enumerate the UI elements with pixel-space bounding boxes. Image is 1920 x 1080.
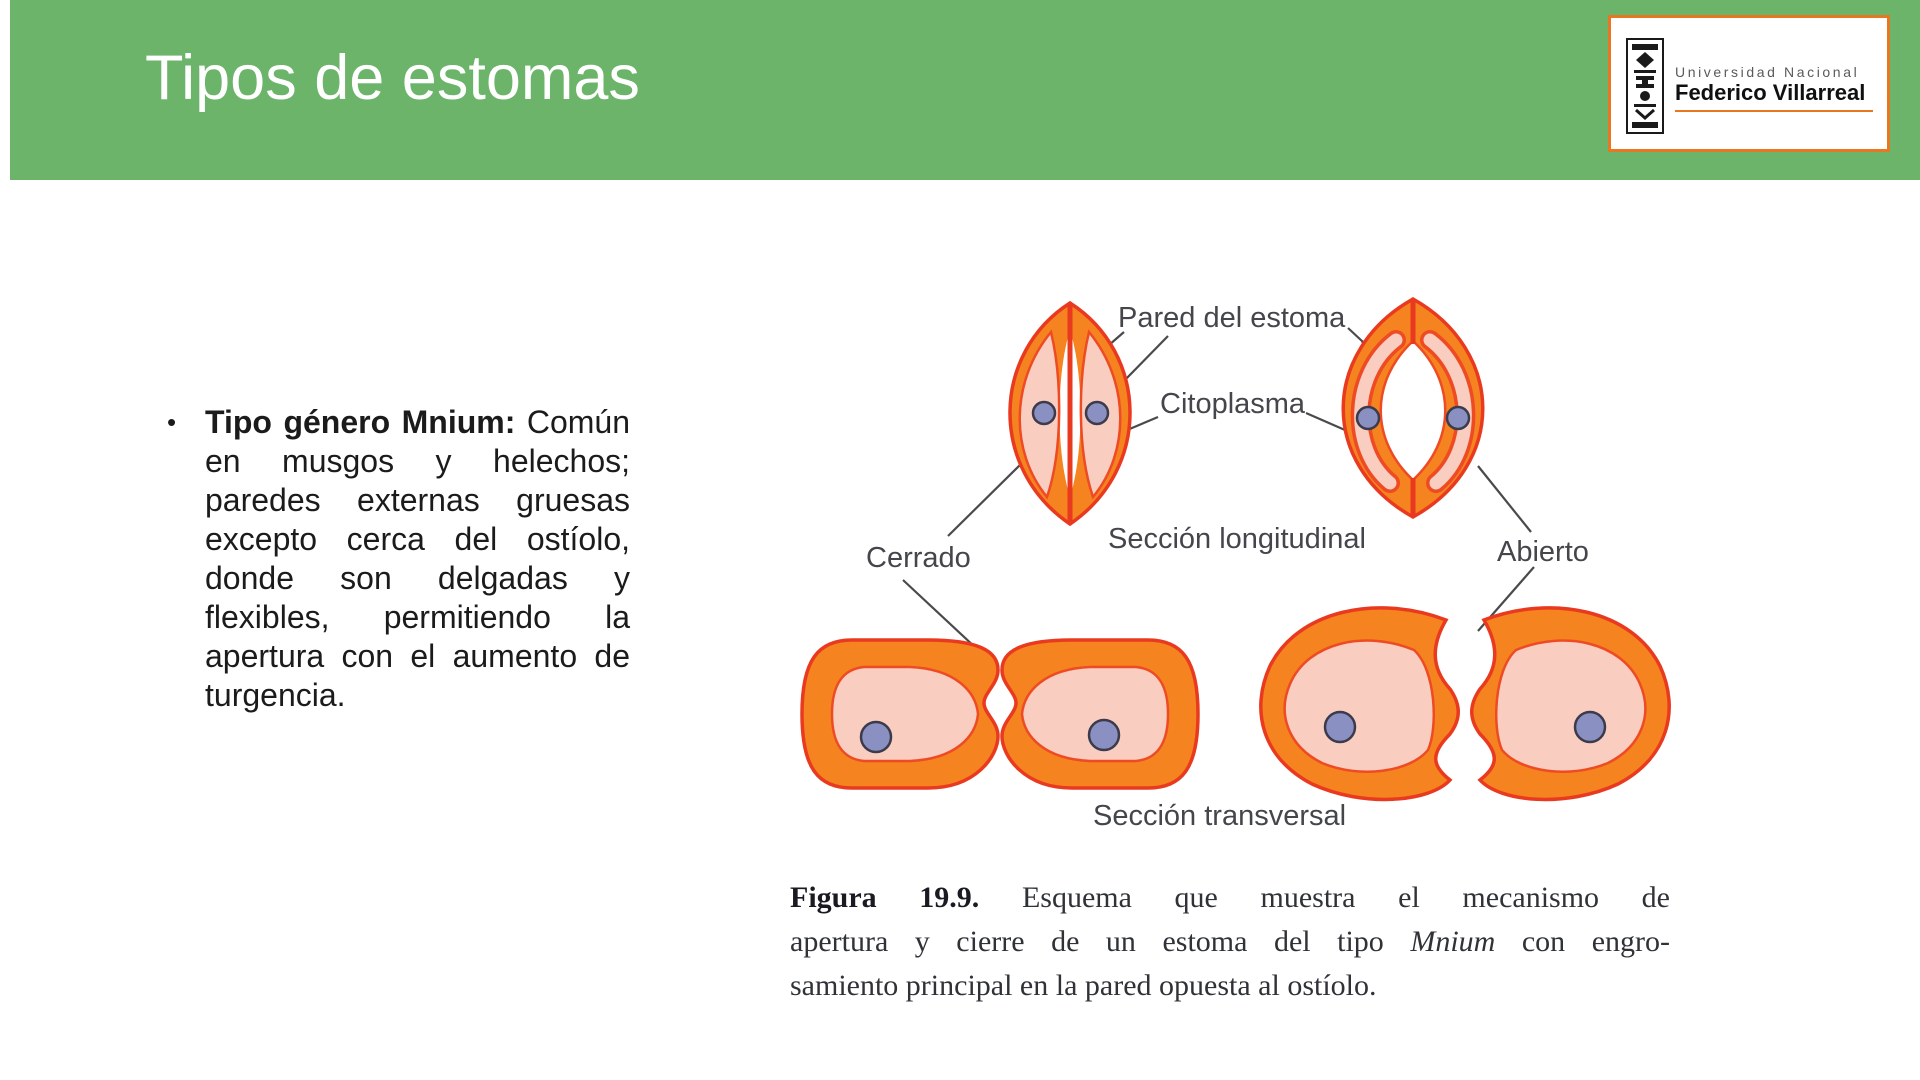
label-seccion-transversal: Sección transversal xyxy=(1093,800,1346,832)
label-seccion-longitudinal: Sección longitudinal xyxy=(1108,523,1366,555)
open-stoma-pair-transversal xyxy=(1259,606,1671,802)
figure-caption: Figura 19.9. Esquema que muestra el meca… xyxy=(790,876,1670,1008)
closed-stoma-pair-transversal xyxy=(800,638,1200,790)
university-emblem-icon xyxy=(1626,38,1664,134)
page-title: Tipos de estomas xyxy=(145,43,640,113)
leader-line xyxy=(1477,465,1532,533)
nucleus xyxy=(1355,405,1381,431)
caption-species-italic: Mnium xyxy=(1410,925,1496,958)
nucleus xyxy=(859,720,893,754)
bullet-line: excepto cerca del ostíolo, xyxy=(205,521,630,557)
caption-text: con engro- xyxy=(1495,925,1670,958)
nucleus xyxy=(1031,400,1057,426)
bullet-line: turgencia. xyxy=(205,677,346,713)
bullet-item: • Tipo género Mnium: Común en musgos y h… xyxy=(167,403,630,715)
nucleus xyxy=(1445,405,1471,431)
bullet-line: Tipo género Mnium: Común xyxy=(205,403,630,442)
nucleus xyxy=(1084,400,1110,426)
stomata-diagram: Pared del estoma Citoplasma Cerrado Secc… xyxy=(800,296,1671,832)
leader-line xyxy=(902,579,978,650)
cytoplasm xyxy=(1494,639,1647,773)
nucleus xyxy=(1087,718,1121,752)
logo-underline xyxy=(1675,110,1873,112)
label-abierto: Abierto xyxy=(1497,536,1589,568)
caption-figure-number: Figura 19.9. xyxy=(790,881,980,914)
bullet-line: apertura con el aumento de xyxy=(205,638,630,674)
university-logo: Universidad Nacional Federico Villarreal xyxy=(1608,15,1890,152)
leader-line xyxy=(1121,335,1169,384)
cytoplasm xyxy=(1020,665,1170,763)
bullet-bold-lead: Tipo género Mnium: xyxy=(205,404,516,440)
closed-stoma-longitudinal xyxy=(1008,300,1132,527)
bullet-marker: • xyxy=(167,407,177,437)
label-cerrado: Cerrado xyxy=(866,542,971,574)
bullet-text: Tipo género Mnium: Común en musgos y hel… xyxy=(205,403,630,715)
cytoplasm xyxy=(830,665,980,763)
header-bar xyxy=(10,0,1920,180)
logo-university-line: Universidad Nacional xyxy=(1675,64,1860,80)
label-citoplasma: Citoplasma xyxy=(1160,388,1306,420)
caption-line: Figura 19.9. Esquema que muestra el meca… xyxy=(790,876,1670,920)
bullet-line: en musgos y helechos; xyxy=(205,443,630,479)
logo-name-line: Federico Villarreal xyxy=(1675,80,1866,105)
bullet-line: paredes externas gruesas xyxy=(205,482,630,518)
cytoplasm xyxy=(1283,639,1436,773)
caption-text: Esquema que muestra el mecanismo de xyxy=(979,881,1670,914)
caption-line: samiento principal en la pared opuesta a… xyxy=(790,969,1377,1002)
bullet-line1-rest: Común xyxy=(515,404,630,440)
caption-line: apertura y cierre de un estoma del tipo … xyxy=(790,920,1670,964)
open-stoma-longitudinal xyxy=(1341,296,1485,520)
bullet-line: flexibles, permitiendo la xyxy=(205,599,630,635)
label-pared-del-estoma: Pared del estoma xyxy=(1118,302,1346,334)
bullet-line: donde son delgadas y xyxy=(205,560,630,596)
leader-line xyxy=(947,462,1023,537)
nucleus xyxy=(1323,710,1357,744)
nucleus xyxy=(1573,710,1607,744)
caption-text: apertura y cierre de un estoma del tipo xyxy=(790,925,1411,958)
